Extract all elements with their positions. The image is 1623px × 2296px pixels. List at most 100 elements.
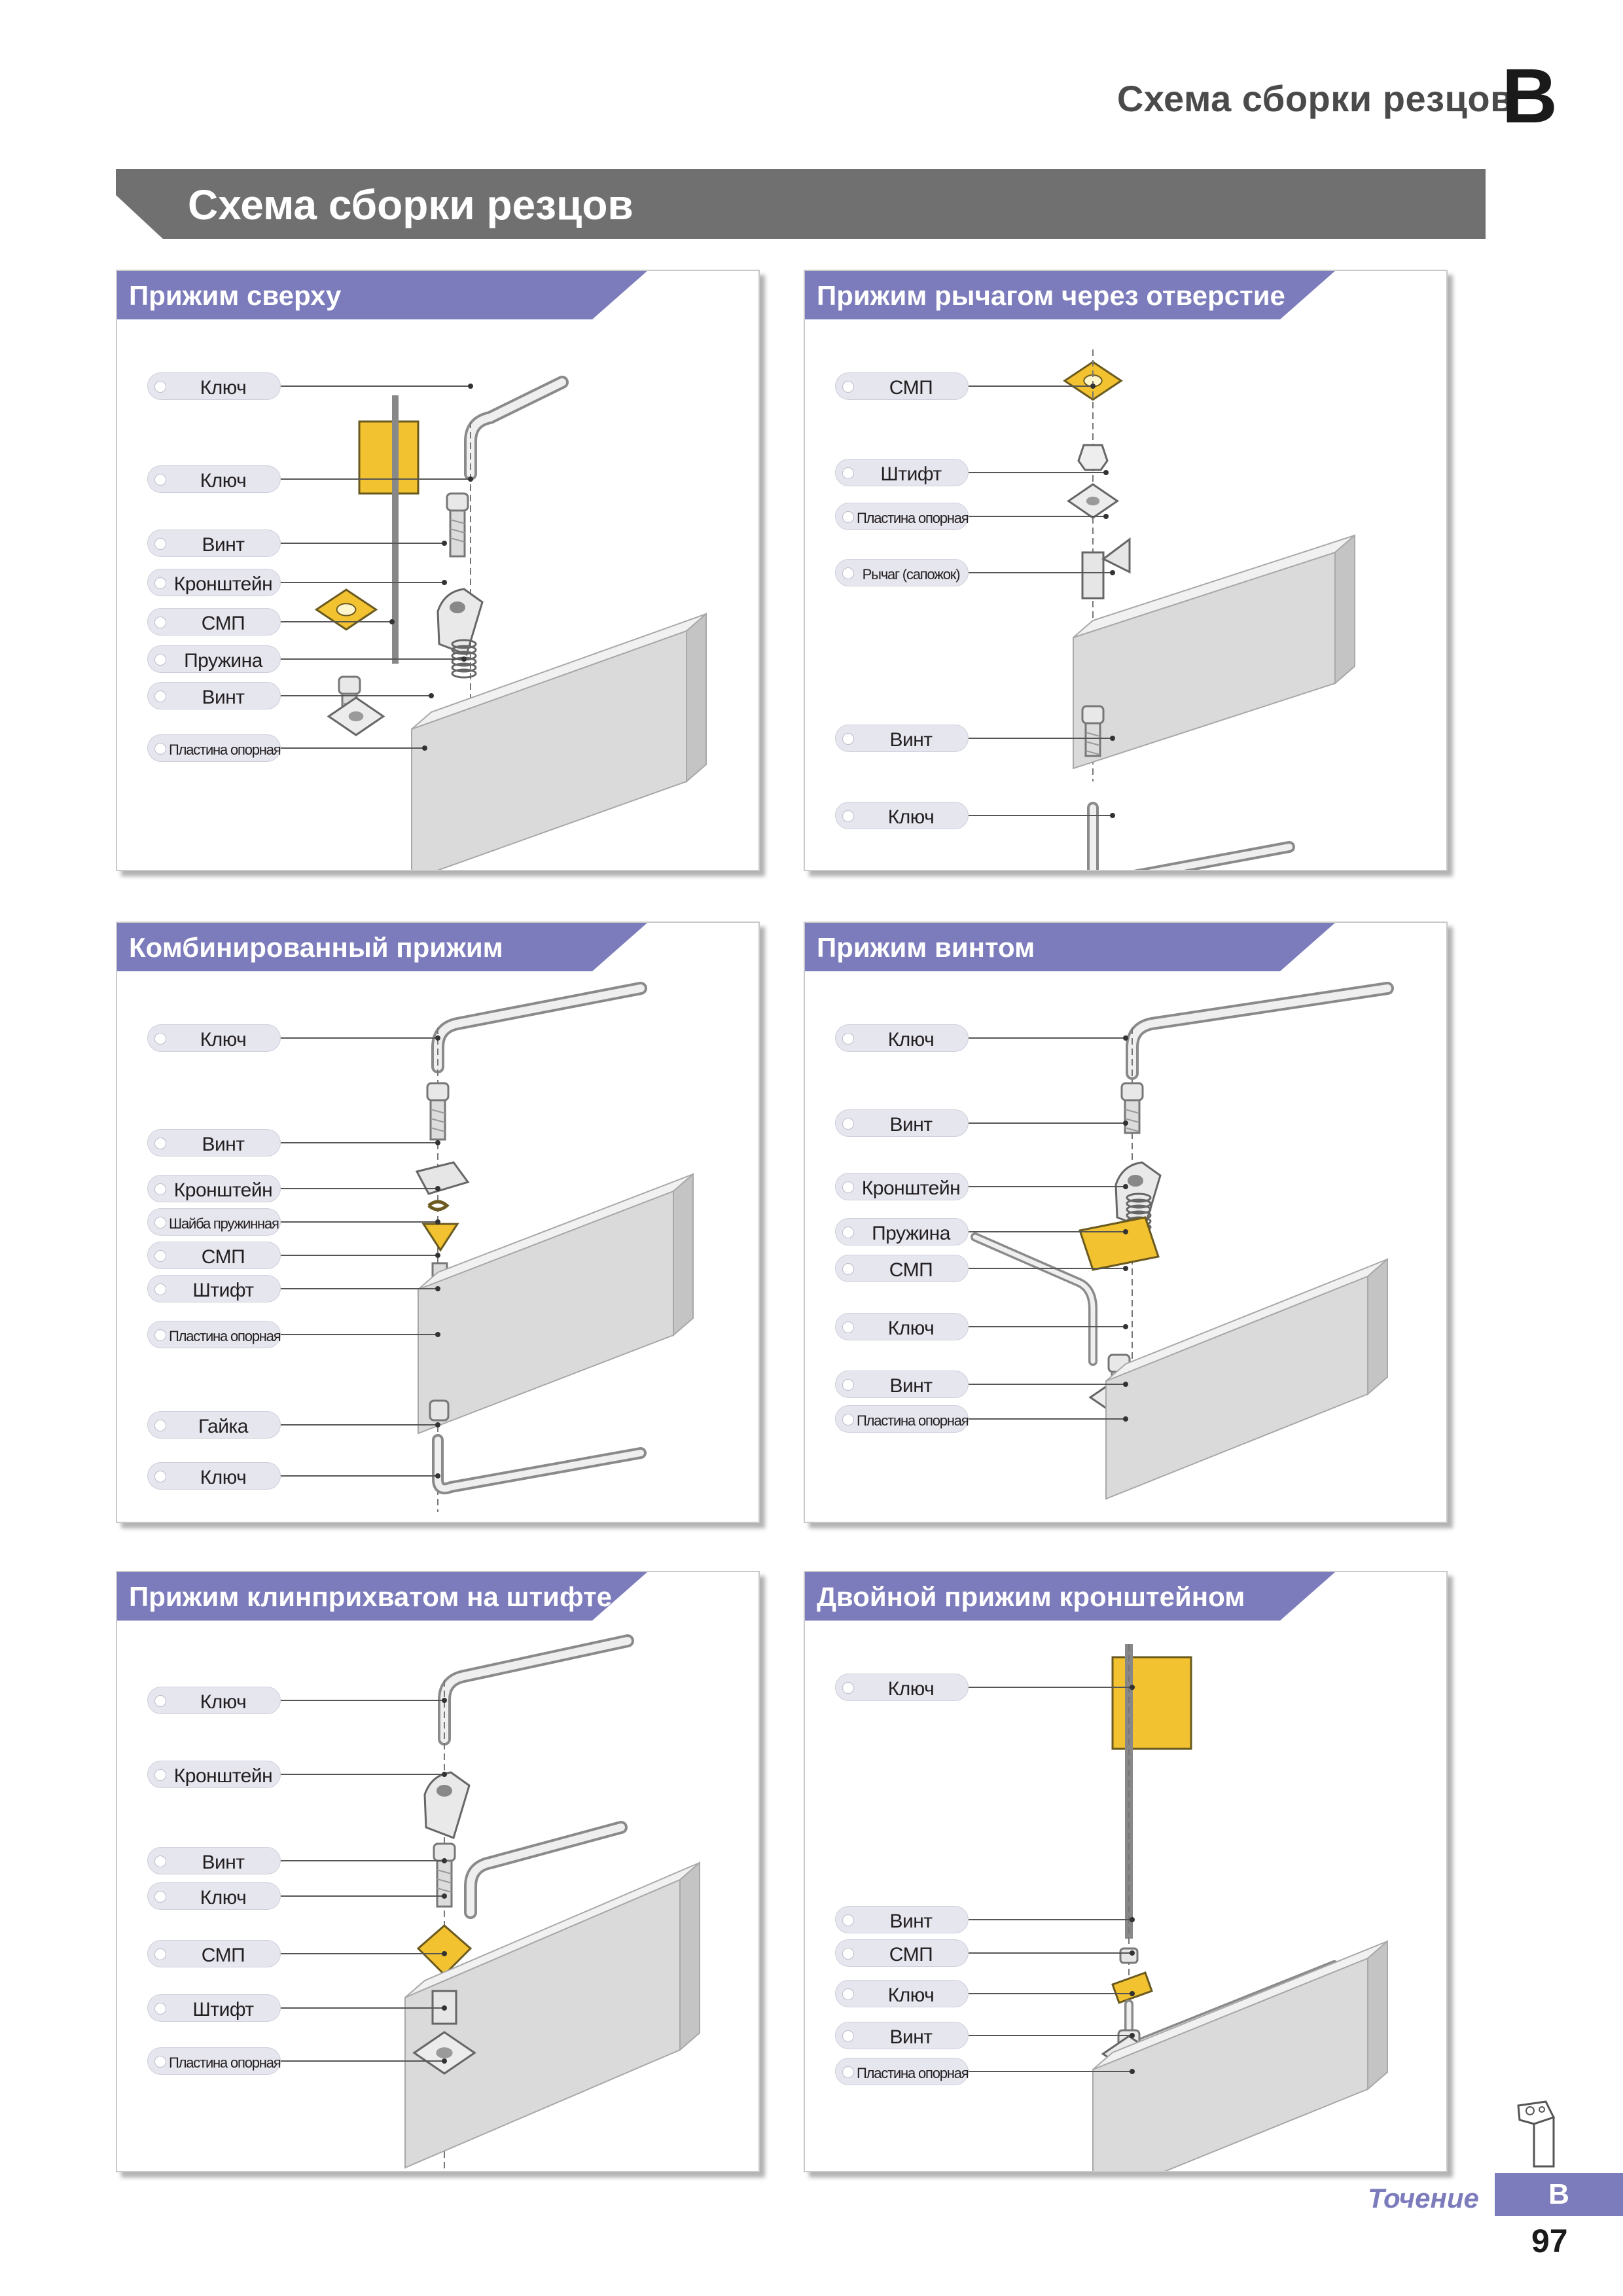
part-label-text: Ключ	[200, 1029, 247, 1050]
panel-title-bar: Прижим рычагом через отверстие	[805, 271, 1335, 319]
part-label: Винт	[147, 1847, 281, 1874]
bullet-icon	[154, 1250, 166, 1262]
part-label: СМП	[147, 1940, 281, 1967]
bullet-icon	[842, 1414, 854, 1426]
part-label: СМП	[835, 372, 969, 400]
panel-title-bar: Комбинированный прижим	[117, 923, 647, 971]
part-label-text: Винт	[202, 687, 245, 708]
part-label: Винт	[147, 529, 281, 557]
part-label: СМП	[835, 1939, 969, 1967]
part-label: Пластина опорная	[835, 503, 969, 530]
part-label-text: Пластина опорная	[857, 510, 969, 526]
bullet-icon	[842, 1682, 854, 1694]
footer-badge-letter: B	[1548, 2178, 1569, 2210]
part-label-text: Винт	[889, 1910, 933, 1932]
part-label-text: Ключ	[200, 1467, 247, 1488]
part-label: Винт	[835, 1906, 969, 1933]
bullet-icon	[154, 474, 166, 486]
part-label-text: Ключ	[200, 1691, 247, 1713]
part-label: Винт	[835, 725, 969, 752]
part-label: Ключ	[835, 1980, 969, 2007]
bullet-icon	[842, 1033, 854, 1045]
bullet-icon	[154, 1471, 166, 1482]
bullet-icon	[842, 1227, 854, 1238]
panel-title-bar: Прижим клинприхватом на штифте	[117, 1572, 647, 1621]
part-label: Пружина	[835, 1218, 969, 1246]
turning-tool-icon	[1517, 2100, 1556, 2168]
bullet-icon	[154, 691, 166, 702]
part-label-text: Пластина опорная	[857, 2065, 969, 2081]
panel-title: Прижим рычагом через отверстие	[817, 280, 1285, 311]
bullet-icon	[154, 1138, 166, 1149]
bullet-icon	[842, 1948, 854, 1960]
part-label-text: Рычаг (сапожок)	[862, 566, 961, 583]
panel-title-bar: Прижим сверху	[117, 271, 647, 319]
bullet-icon	[154, 1217, 166, 1229]
part-label: Ключ	[147, 1882, 281, 1910]
exploded-tool-drawing	[969, 1644, 1388, 2171]
section-banner: Схема сборки резцов	[116, 169, 1486, 239]
bullet-icon	[154, 1948, 166, 1960]
part-label-text: Пластина опорная	[169, 2054, 281, 2071]
part-label-text: Пружина	[872, 1223, 950, 1244]
part-label: Кронштейн	[835, 1173, 969, 1200]
bullet-icon	[154, 1856, 166, 1867]
part-label: Пружина	[147, 645, 281, 673]
bullet-icon	[154, 1769, 166, 1781]
part-label-text: Винт	[889, 1375, 933, 1397]
part-label-text: СМП	[201, 1246, 245, 1268]
part-label-text: Ключ	[200, 470, 247, 492]
part-label-text: Штифт	[880, 463, 942, 485]
part-label-text: Ключ	[887, 1029, 935, 1050]
part-label: СМП	[147, 1242, 281, 1269]
panel-title: Прижим клинприхватом на штифте	[129, 1581, 612, 1612]
footer-section-label: Точение	[1368, 2183, 1479, 2214]
part-label-text: Гайка	[198, 1416, 248, 1437]
bullet-icon	[842, 1914, 854, 1926]
part-label-text: Кронштейн	[861, 1177, 961, 1199]
bullet-icon	[154, 617, 166, 628]
part-label: Штифт	[147, 1994, 281, 2022]
part-label-text: Ключ	[887, 1318, 935, 1339]
part-label: Ключ	[147, 1024, 281, 1052]
part-label-text: Штифт	[192, 1999, 254, 2020]
part-label: Кронштейн	[147, 1175, 281, 1202]
part-label-text: Ключ	[200, 377, 247, 399]
part-label: Винт	[147, 682, 281, 709]
part-label: СМП	[835, 1255, 969, 1282]
part-label: Кронштейн	[147, 569, 281, 596]
part-label-text: Винт	[889, 2026, 933, 2048]
bullet-icon	[842, 733, 854, 745]
part-label: Ключ	[147, 465, 281, 493]
part-label: Винт	[835, 2022, 969, 2049]
part-label: Винт	[835, 1371, 969, 1398]
bullet-icon	[842, 1379, 854, 1391]
bullet-icon	[154, 538, 166, 550]
part-label: Пластина опорная	[835, 1405, 969, 1433]
bullet-icon	[842, 2030, 854, 2042]
part-label: Рычаг (сапожок)	[835, 559, 969, 586]
bullet-icon	[842, 1263, 854, 1275]
part-label-text: Ключ	[887, 1678, 935, 1700]
part-label: Ключ	[147, 1687, 281, 1714]
part-label: Ключ	[835, 1674, 969, 1701]
bullet-icon	[154, 1695, 166, 1707]
bullet-icon	[842, 810, 854, 822]
bullet-icon	[154, 1420, 166, 1431]
part-label: Шайба пружинная	[147, 1208, 281, 1236]
panel-title: Прижим сверху	[129, 280, 342, 311]
part-label: Винт	[835, 1109, 969, 1137]
bullet-icon	[842, 1181, 854, 1193]
bullet-icon	[842, 567, 854, 579]
panel-title: Прижим винтом	[817, 932, 1035, 963]
part-label: Ключ	[835, 1313, 969, 1340]
bullet-icon	[842, 1988, 854, 2000]
bullet-icon	[154, 1033, 166, 1045]
part-label-text: Ключ	[200, 1887, 247, 1909]
part-label-text: Кронштейн	[173, 1765, 273, 1787]
part-label-text: СМП	[889, 377, 933, 399]
page-number: 97	[1531, 2223, 1568, 2259]
